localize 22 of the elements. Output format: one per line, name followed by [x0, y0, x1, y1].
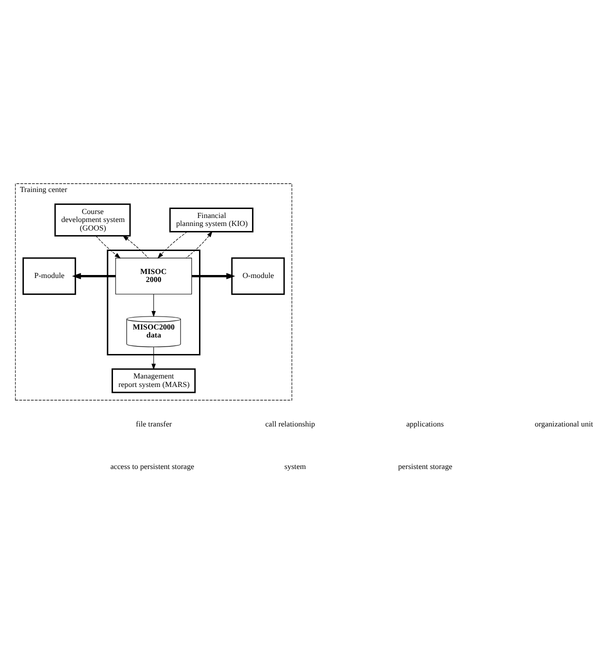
legend-label: applications	[406, 419, 444, 428]
arrow	[157, 230, 188, 258]
arrow	[122, 234, 148, 258]
arrow	[152, 293, 156, 317]
arrow	[152, 346, 156, 370]
legend-label: access to persistent storage	[110, 461, 194, 470]
node-box: Financial planning system (KIO)	[169, 207, 254, 232]
legend-label: call relationship	[265, 419, 316, 428]
arrow	[192, 272, 236, 279]
legend-label: organizational unit	[534, 419, 594, 428]
node-box: O-module	[231, 256, 285, 294]
node-box: Course development system (GOOS)	[54, 203, 131, 236]
node-box: Management report system (MARS)	[112, 368, 196, 393]
arrow	[72, 272, 116, 279]
cluster	[106, 249, 200, 355]
legend-label: system	[284, 461, 306, 470]
legend-label: persistent storage	[398, 461, 452, 470]
arrow	[186, 230, 213, 258]
node-box: P-module	[22, 256, 76, 294]
legend-label: file transfer	[136, 419, 172, 428]
arrow	[96, 235, 121, 258]
node-box: MISOC 2000	[115, 257, 192, 294]
